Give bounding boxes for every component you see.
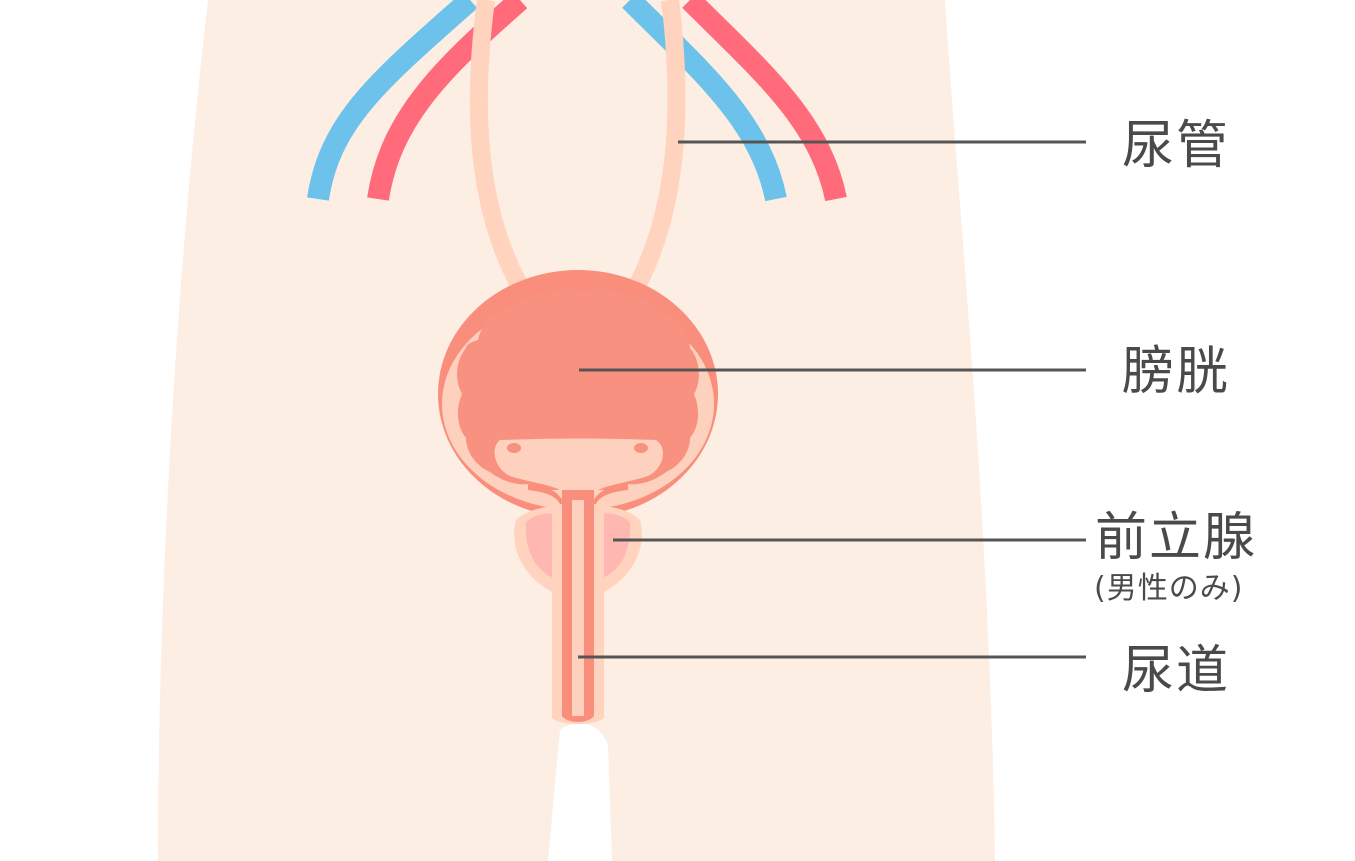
urinary-bladder <box>438 270 718 518</box>
label-bladder: 膀胱 <box>1122 342 1231 402</box>
urethra <box>528 484 628 724</box>
urethra-lumen <box>572 500 584 716</box>
right-ureteral-orifice <box>634 443 648 453</box>
leader-lines <box>578 140 1086 659</box>
right-ureter <box>624 0 686 300</box>
label-ureter: 尿管 <box>1122 116 1231 176</box>
left-ureter <box>469 0 533 300</box>
prostate-left-lobe <box>525 513 558 580</box>
label-urethra: 尿道 <box>1122 641 1231 701</box>
label-prostate-note: (男性のみ) <box>1094 571 1244 606</box>
right-vein <box>622 0 787 202</box>
urethra-neck-right <box>592 484 628 504</box>
blood-vessels <box>307 0 847 202</box>
trigone <box>494 438 663 490</box>
label-prostate: 前立腺 <box>1095 508 1258 568</box>
left-ureteral-orifice <box>507 443 521 453</box>
right-artery <box>682 0 847 202</box>
left-vein <box>307 0 478 201</box>
prostate-right-lobe <box>598 513 631 580</box>
urethra-neck-left <box>528 484 564 504</box>
ureters <box>469 0 686 300</box>
